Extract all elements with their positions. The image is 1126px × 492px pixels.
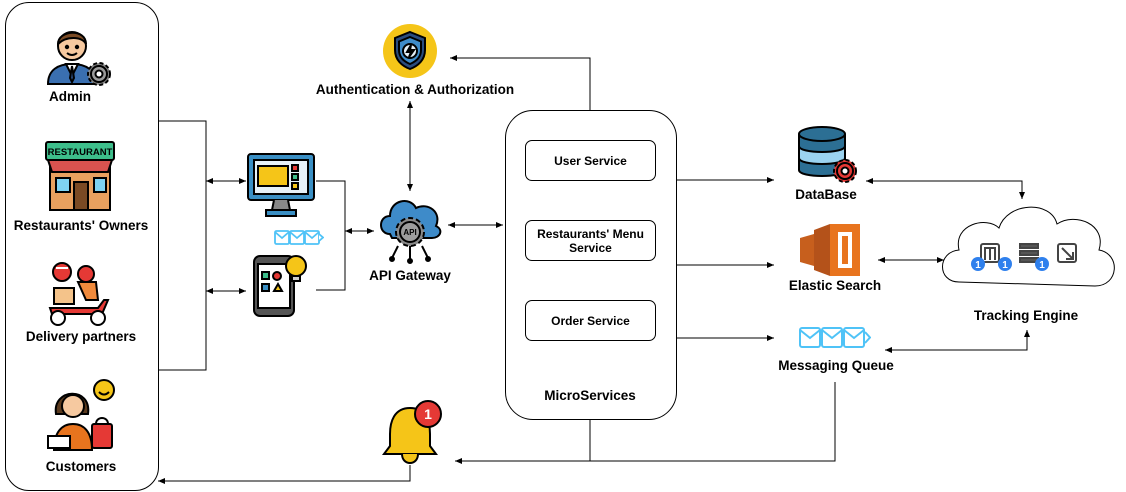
api-badge-text: API (403, 228, 416, 237)
shield-icon (383, 24, 437, 78)
clients-bracket (316, 180, 346, 291)
admin-label: Admin (49, 89, 91, 104)
database-icon (798, 126, 857, 183)
web-client-icon (247, 153, 315, 217)
notification-bell-icon: 1 (382, 400, 442, 464)
queue-mini-icon (274, 230, 324, 245)
customer-icon (47, 379, 115, 451)
tracking-cloud-icon: 1 1 1 (942, 206, 1115, 287)
user-service-box: User Service (525, 140, 656, 181)
tracking-badge-2: 1 (1002, 260, 1008, 271)
microservices-label: MicroServices (544, 388, 636, 403)
messaging-queue-label: Messaging Queue (778, 358, 894, 373)
admin-icon (46, 31, 111, 86)
messaging-queue-icon (799, 327, 871, 348)
tracking-engine-label: Tracking Engine (973, 308, 1079, 323)
delivery-label: Delivery partners (25, 329, 137, 344)
elastic-search-icon (800, 224, 860, 276)
mobile-client-icon (253, 255, 307, 317)
delivery-scooter-icon (48, 262, 110, 326)
owners-label: Restaurants' Owners (13, 218, 149, 233)
restaurant-sign-text: RESTAURANT (48, 147, 113, 158)
tracking-badge-1: 1 (975, 260, 981, 271)
elastic-search-label: Elastic Search (788, 278, 882, 293)
api-gateway-label: API Gateway (369, 268, 451, 283)
menu-service-box: Restaurants' Menu Service (525, 220, 656, 261)
customers-label: Customers (45, 459, 117, 474)
database-label: DataBase (795, 187, 857, 202)
arrow-notify-customers (158, 465, 411, 484)
arrow-services-auth (450, 55, 591, 110)
notification-badge-text: 1 (424, 406, 432, 422)
auth-label: Authentication & Authorization (315, 82, 515, 97)
order-service-box: Order Service (525, 300, 656, 341)
api-gateway-cloud-icon: API (380, 200, 442, 264)
restaurant-icon: RESTAURANT (45, 141, 115, 211)
arrow-db-tracking (866, 178, 1025, 199)
tracking-badge-3: 1 (1039, 260, 1045, 271)
arrow-queue-tracking (885, 330, 1030, 353)
users-bracket (158, 120, 207, 371)
arrow-queue-notify (455, 382, 836, 464)
